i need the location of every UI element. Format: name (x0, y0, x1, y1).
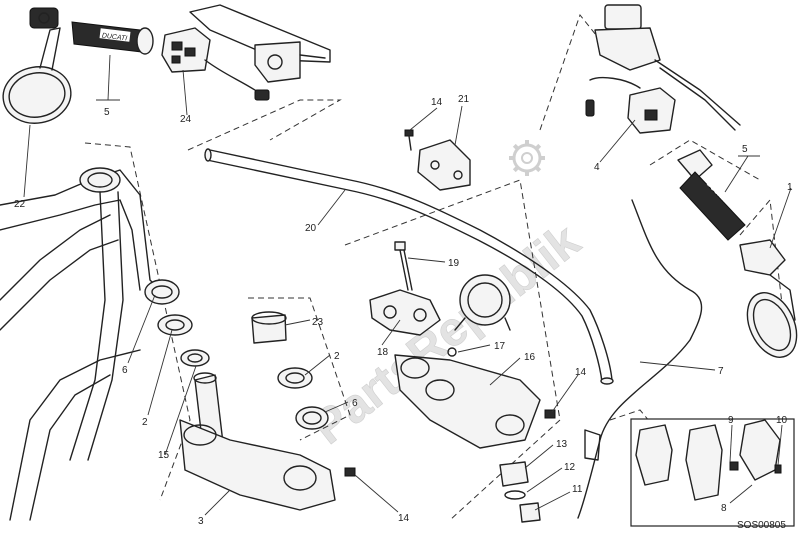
callout-24: 24 (180, 114, 192, 125)
callout-17: 18 (377, 347, 389, 358)
callout-14-right: 14 (575, 367, 587, 378)
washer-16 (447, 347, 457, 357)
diagram-code: SOS00805 (737, 520, 786, 531)
callout-9: 9 (728, 415, 734, 426)
frame (0, 167, 171, 521)
top-yoke (394, 354, 556, 449)
mirror-right (739, 239, 798, 358)
callout-8: 8 (721, 503, 727, 514)
callout-6-centre: 6 (352, 398, 358, 409)
grip-left: DUCATI (71, 21, 154, 55)
callout-15: 16 (524, 352, 536, 363)
callout-13: 13 (556, 439, 568, 450)
clutch-lever-assembly (189, 4, 331, 83)
grip-brand-label: DUCATI (101, 32, 127, 42)
callout-22: 22 (14, 199, 26, 210)
detail-inset (630, 418, 795, 527)
grip-right: DUCATI (677, 149, 746, 241)
mirror-left (2, 7, 72, 124)
callout-10: 10 (776, 415, 788, 426)
handlebar-clamp (404, 129, 471, 191)
callout-21: 15 (158, 450, 170, 461)
callout-2-left: 2 (142, 417, 148, 428)
bearing-stack-left (144, 279, 210, 367)
callout-5-left: 5 (104, 107, 110, 118)
callout-12: 12 (564, 462, 576, 473)
steering-nut-stack (499, 461, 541, 523)
callout-7: 7 (718, 366, 724, 377)
callout-23: 23 (312, 317, 324, 328)
right-switch-gear (627, 87, 676, 134)
bottom-yoke-stem (179, 372, 356, 511)
handlebar (204, 148, 614, 385)
leader-lines (23, 54, 792, 516)
callout-4: 4 (594, 162, 600, 173)
callout-1: 1 (787, 182, 793, 193)
riser-bolt (394, 241, 413, 291)
callout-18: 19 (448, 258, 460, 269)
handlebar-riser (369, 289, 441, 336)
instrument-mount (454, 274, 511, 331)
bearing-stack-centre (251, 311, 329, 430)
throttle-cable (577, 199, 703, 519)
callout-20: 21 (458, 94, 470, 105)
callout-6-left: 6 (122, 365, 128, 376)
callout-16: 17 (494, 341, 506, 352)
callout-14-top: 14 (431, 97, 443, 108)
left-switch-gear (161, 27, 270, 101)
callout-3: 3 (198, 516, 204, 527)
callout-19: 20 (305, 223, 317, 234)
brake-master-cylinder (585, 4, 741, 131)
callout-11: 11 (572, 484, 583, 495)
callout-14-bottom: 14 (398, 513, 410, 524)
gear-icon (509, 140, 545, 176)
callout-2-centre: 2 (334, 351, 340, 362)
callout-5-right: 5 (742, 144, 748, 155)
callout-labels: 5 24 22 14 21 20 19 18 17 16 14 13 12 11… (14, 94, 793, 527)
